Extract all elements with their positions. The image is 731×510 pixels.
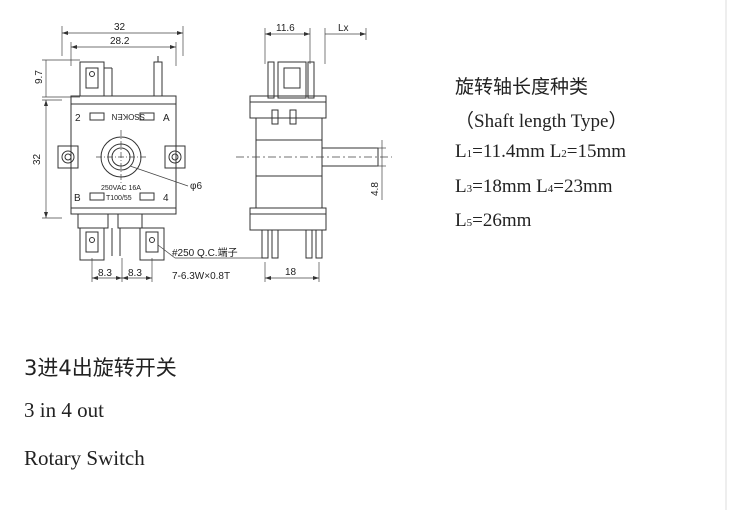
length-symbol: L bbox=[531, 176, 548, 197]
knob-diameter-label: φ6 bbox=[190, 181, 202, 192]
dim-width-outer-label: 32 bbox=[114, 22, 126, 33]
product-title-en-2: Rotary Switch bbox=[24, 446, 145, 470]
brand-mark: SSOKEN bbox=[111, 112, 145, 121]
shaft-length-item: L2=15mm bbox=[545, 141, 626, 162]
bottom-terminals bbox=[77, 213, 165, 261]
shaft-length-item: L3=18mm bbox=[455, 176, 531, 197]
dim-body-height: 32 bbox=[32, 99, 62, 219]
side-width-label: 11.6 bbox=[276, 23, 295, 34]
product-title-cn: 3进4出旋转开关 bbox=[24, 356, 177, 380]
shaft-length-row-2: L3=18mm L4=23mm bbox=[455, 176, 613, 198]
shaft-length-item: L5=26mm bbox=[455, 210, 531, 231]
dim-body-height-label: 32 bbox=[32, 153, 43, 165]
terminal-label-2: 2 bbox=[75, 113, 81, 124]
length-symbol: L bbox=[455, 176, 467, 197]
length-index: 4 bbox=[547, 183, 554, 195]
rating-mark: 250VAC 16A bbox=[101, 185, 141, 192]
pitch-right-label: 8.3 bbox=[128, 268, 142, 279]
front-view: 32 28.2 9.7 32 bbox=[32, 22, 262, 282]
length-index: 3 bbox=[466, 183, 473, 195]
length-value: =26mm bbox=[472, 210, 532, 231]
tab-note-2: 7-6.3W×0.8T bbox=[172, 271, 230, 282]
shaft-length-row-1: L1=11.4mm L2=15mm bbox=[455, 141, 626, 163]
length-value: =11.4mm bbox=[472, 141, 545, 162]
shaft-length-label: Lx bbox=[338, 23, 349, 34]
dim-shaft-length: Lx bbox=[324, 23, 367, 64]
shaft-length-item: L1=11.4mm bbox=[455, 141, 545, 162]
length-value: =18mm bbox=[472, 176, 532, 197]
dim-pitch: 8.3 8.3 bbox=[91, 258, 153, 282]
shaft-length-title-en: （Shaft length Type） bbox=[455, 111, 628, 132]
dim-shaft-diameter: 4.8 bbox=[370, 140, 383, 200]
shaft-length-title-cn: 旋转轴长度种类 bbox=[455, 76, 589, 98]
dim-terminal-height-label: 9.7 bbox=[34, 70, 45, 84]
dim-width-outer: 32 bbox=[61, 22, 184, 56]
terminal-label-a: A bbox=[163, 113, 170, 124]
dim-width-inner: 28.2 bbox=[70, 36, 177, 66]
terminal-label-b: B bbox=[74, 193, 81, 204]
shaft-length-item: L4=23mm bbox=[531, 176, 612, 197]
length-value: =23mm bbox=[553, 176, 613, 197]
pitch-left-label: 8.3 bbox=[98, 268, 112, 279]
length-value: =15mm bbox=[566, 141, 627, 162]
side-depth-label: 18 bbox=[285, 267, 297, 278]
length-symbol: L bbox=[455, 210, 467, 231]
terminal-label-4: 4 bbox=[163, 193, 169, 204]
dim-side-width: 11.6 bbox=[264, 23, 311, 64]
dim-side-depth: 18 bbox=[264, 262, 320, 282]
product-title-en-1: 3 in 4 out bbox=[24, 398, 104, 422]
length-index: 5 bbox=[466, 217, 473, 229]
dim-terminal-height: 9.7 bbox=[34, 59, 80, 98]
length-index: 1 bbox=[466, 148, 473, 160]
switch-body: SSOKEN 2 A φ6 250VAC 16A T100/55 B 4 bbox=[57, 95, 202, 215]
temp-mark: T100/55 bbox=[106, 195, 132, 202]
tab-note-1: #250 Q.C.端子 bbox=[172, 246, 238, 259]
shaft-diameter-label: 4.8 bbox=[370, 182, 381, 196]
dim-width-inner-label: 28.2 bbox=[110, 36, 130, 47]
side-view: 11.6 Lx 4.8 bbox=[236, 23, 392, 282]
length-symbol: L bbox=[544, 141, 562, 162]
top-terminals bbox=[79, 56, 163, 97]
length-symbol: L bbox=[455, 141, 467, 162]
shaft-length-row-3: L5=26mm bbox=[455, 210, 531, 232]
length-index: 2 bbox=[561, 148, 567, 160]
